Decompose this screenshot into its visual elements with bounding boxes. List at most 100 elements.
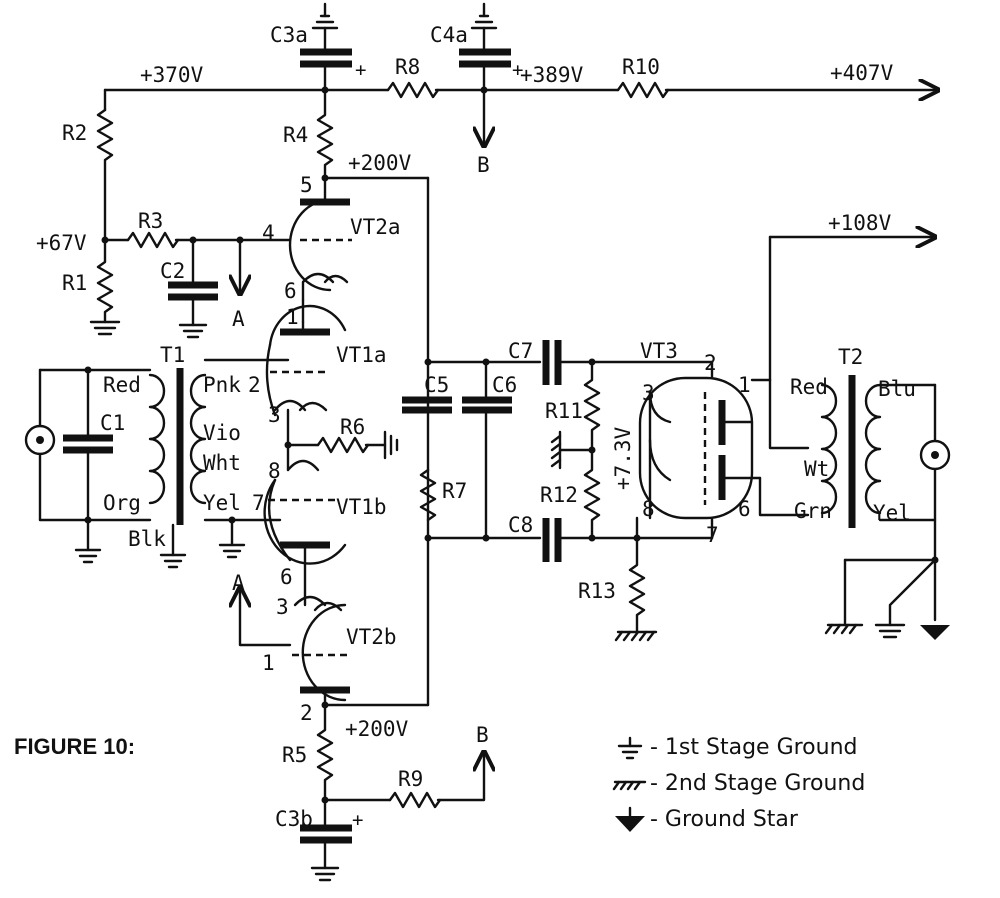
resistor-r1 — [89, 238, 121, 336]
svg-text:+: + — [355, 59, 366, 81]
label-t1-red: Red — [103, 373, 141, 397]
label-v67: +67V — [36, 231, 87, 255]
legend-item-1st-stage: - 1st Stage Ground — [650, 735, 858, 760]
pin-vt2a-plate: 5 — [300, 173, 313, 197]
capacitor-c3b: + — [300, 798, 363, 882]
capacitor-c3a: + — [300, 2, 366, 92]
pin-vt1b-plate: 8 — [268, 459, 281, 483]
label-r9: R9 — [398, 767, 423, 791]
label-t1-vio: Vio — [203, 421, 241, 445]
label-r8: R8 — [395, 55, 420, 79]
svg-text:+: + — [512, 59, 523, 81]
legend-item-ground-star: - Ground Star — [650, 807, 799, 832]
label-r11: R11 — [545, 399, 583, 423]
label-a-top: A — [232, 307, 245, 331]
transformer-t1 — [24, 358, 290, 569]
label-c3a: C3a — [270, 23, 308, 47]
label-c6: C6 — [492, 373, 517, 397]
label-c7: C7 — [508, 339, 533, 363]
label-r6: R6 — [340, 415, 365, 439]
label-r7: R7 — [442, 479, 467, 503]
label-v200-bottom: +200V — [345, 717, 409, 741]
label-t2-grn: Grn — [794, 499, 832, 523]
label-c4a: C4a — [430, 23, 468, 47]
label-vt1a: VT1a — [336, 343, 387, 367]
label-b-top: B — [477, 153, 490, 177]
label-r10: R10 — [622, 55, 660, 79]
pin-vt3-1: 1 — [738, 373, 751, 397]
label-t1-org: Org — [103, 491, 141, 515]
label-v108: +108V — [828, 211, 892, 235]
resistor-r11 — [550, 360, 601, 470]
resistor-r6 — [286, 430, 399, 460]
resistor-r2 — [96, 108, 114, 242]
label-r1: R1 — [62, 271, 87, 295]
svg-text:+: + — [352, 809, 363, 831]
label-c1: C1 — [100, 411, 125, 435]
label-t2-red: Red — [790, 375, 828, 399]
label-r5: R5 — [282, 743, 307, 767]
pin-vt2b-grid: 1 — [262, 651, 275, 675]
pin-vt1a-grid: 2 — [248, 373, 261, 397]
resistor-r7 — [419, 468, 437, 522]
resistor-r12 — [583, 448, 601, 540]
label-vt2a: VT2a — [350, 215, 401, 239]
label-v370: +370V — [140, 63, 204, 87]
label-t1-pnk: Pnk — [203, 373, 241, 397]
label-v389: +389V — [520, 63, 584, 87]
capacitor-c6 — [462, 358, 512, 542]
tube-vt2b — [292, 595, 430, 709]
label-t2-blu: Blu — [878, 377, 916, 401]
label-b-bottom: B — [476, 723, 489, 747]
pin-vt3-6: 6 — [738, 497, 751, 521]
label-v7-3: +7.3V — [611, 426, 635, 490]
label-vt1b: VT1b — [336, 495, 387, 519]
figure-label: FIGURE 10: — [14, 734, 135, 759]
supply-rail-top — [103, 83, 938, 112]
tube-vt2a — [288, 176, 352, 324]
resistor-r5 — [316, 703, 334, 804]
tube-vt1a — [265, 304, 347, 472]
label-r2: R2 — [62, 121, 87, 145]
label-v200-top: +200V — [348, 151, 412, 175]
legend-ground-2nd-stage-icon — [612, 780, 647, 791]
label-t2: T2 — [838, 345, 863, 369]
label-t1-blk: Blk — [128, 527, 166, 551]
pin-vt3-7: 7 — [706, 523, 719, 547]
pin-vt1b-grid: 7 — [252, 491, 265, 515]
capacitor-c7 — [542, 340, 714, 385]
label-t1-wht: Wht — [203, 451, 241, 475]
label-v407: +407V — [830, 61, 894, 85]
pin-vt2b-plate: 2 — [300, 701, 313, 725]
transformer-t2 — [750, 237, 951, 640]
legend-item-2nd-stage: - 2nd Stage Ground — [650, 771, 865, 796]
tube-vt3 — [635, 360, 754, 540]
label-c3b: C3b — [275, 807, 313, 831]
label-r4: R4 — [283, 123, 308, 147]
legend-ground-star-icon — [615, 806, 645, 832]
label-r12: R12 — [540, 483, 578, 507]
pin-vt3-8: 8 — [642, 497, 655, 521]
label-r13: R13 — [578, 579, 616, 603]
label-t1-yel: Yel — [203, 491, 241, 515]
pin-vt1a-cathode: 3 — [268, 403, 281, 427]
pin-vt1b-cathode: 6 — [280, 565, 293, 589]
label-c2: C2 — [160, 259, 185, 283]
capacitor-c2 — [168, 238, 218, 339]
pin-vt1a-plate: 1 — [286, 305, 299, 329]
label-t1: T1 — [160, 343, 185, 367]
label-vt3: VT3 — [640, 339, 678, 363]
capacitor-c5 — [402, 396, 452, 414]
label-r3: R3 — [138, 209, 163, 233]
labels: C3a C4a +370V R8 +389V R10 +407V R2 R4 +… — [14, 23, 916, 831]
label-c8: C8 — [508, 513, 533, 537]
pin-vt3-2: 2 — [704, 351, 717, 375]
legend: - 1st Stage Ground - 2nd Stage Ground - … — [612, 735, 865, 832]
resistor-r9 — [323, 752, 484, 809]
capacitor-c1 — [63, 368, 113, 522]
label-t2-wt: Wt — [804, 457, 829, 481]
pin-vt2a-cathode: 6 — [284, 279, 297, 303]
pin-vt2a-grid: 4 — [262, 221, 275, 245]
resistor-r13 — [614, 536, 658, 642]
